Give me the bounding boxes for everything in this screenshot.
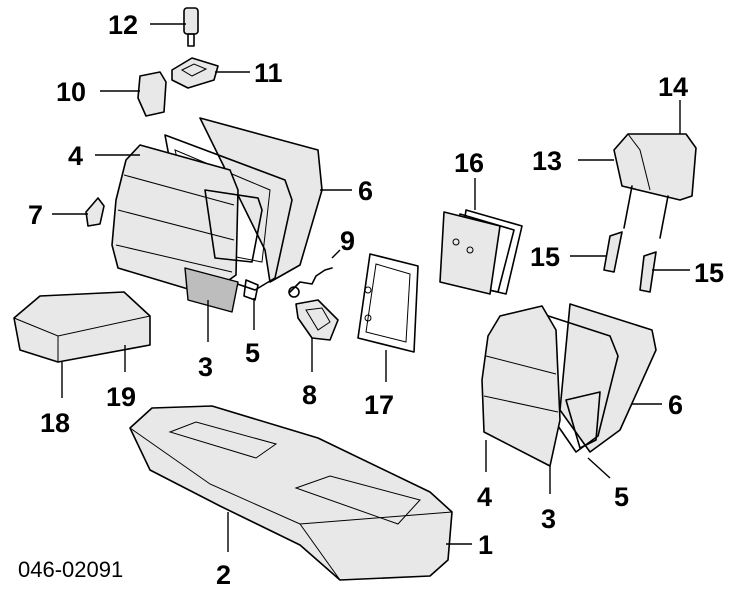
cushion-seam	[123, 174, 235, 206]
cushion-seam	[485, 355, 557, 375]
frame-outer	[357, 253, 419, 353]
hook-parts	[288, 267, 339, 341]
armrest-housing	[204, 189, 263, 263]
callout-12: 12	[108, 10, 138, 40]
seat-cushion-panel	[168, 421, 278, 459]
leader-5	[587, 457, 611, 479]
callout-6-right: 6	[668, 390, 683, 420]
seat-cushion-edge	[299, 523, 341, 581]
headrest-guide	[639, 251, 657, 293]
panel-stack	[439, 209, 523, 295]
seat-back-cushion	[481, 305, 561, 467]
callout-1: 1	[478, 530, 493, 560]
callout-5: 5	[245, 338, 260, 368]
callout-16: 16	[454, 148, 484, 178]
callout-15-right: 15	[694, 258, 724, 288]
latch	[565, 391, 601, 449]
frame-hole	[364, 314, 372, 322]
headrest-guide	[603, 231, 623, 273]
small-parts-top	[85, 7, 219, 227]
callout-5-right: 5	[614, 482, 629, 512]
callout-2: 2	[216, 560, 231, 590]
headrest-assembly	[603, 133, 697, 293]
callout-8: 8	[302, 380, 317, 410]
frame-hole	[364, 286, 372, 294]
headrest	[613, 133, 697, 201]
trim-cover	[295, 299, 339, 341]
cushion-seam	[115, 244, 233, 273]
callout-13: 13	[532, 146, 562, 176]
leader-9	[331, 249, 341, 259]
armrest-cushion-body	[13, 291, 151, 363]
hook-eye	[288, 286, 300, 298]
frame-17	[357, 253, 419, 353]
callout-3-right: 3	[541, 504, 556, 534]
hook	[289, 267, 333, 293]
callout-3: 3	[198, 352, 213, 382]
seat-back-cushion	[111, 144, 239, 296]
callout-17: 17	[364, 390, 394, 420]
seat-back-assembly-right	[481, 303, 657, 467]
callout-9: 9	[340, 226, 355, 256]
headrest-seam	[627, 133, 651, 191]
seat-cushion-panel	[294, 475, 421, 525]
trim-cover-inner	[305, 307, 331, 331]
bracket	[137, 71, 167, 117]
headrest-post	[623, 185, 633, 229]
cushion-seam	[117, 209, 235, 241]
seat-cushion	[129, 405, 453, 581]
reference-code: 046-02091	[18, 557, 123, 582]
headrest-post	[659, 195, 669, 239]
pin-head	[183, 7, 199, 35]
callout-4-right: 4	[477, 482, 492, 512]
callout-14: 14	[658, 72, 688, 102]
callout-19: 19	[106, 382, 136, 412]
clip	[85, 197, 105, 227]
callout-7: 7	[28, 200, 43, 230]
cushion-seam	[483, 395, 559, 413]
callout-10: 10	[56, 77, 86, 107]
callout-11: 11	[254, 58, 283, 88]
frame-inner	[365, 263, 411, 343]
bezel-opening	[180, 63, 208, 77]
callout-labels: 12 11 10 4 6 7 9 3 5 8 17 16 13 14 15 15…	[28, 10, 724, 590]
seat-back-assembly-left	[111, 117, 323, 313]
seat-cushion-edge	[129, 427, 453, 525]
panel-hole	[466, 246, 474, 254]
armrest-cushion	[13, 291, 151, 363]
latch	[243, 279, 259, 301]
panel-hole	[452, 238, 460, 246]
callout-18: 18	[40, 408, 70, 438]
seat-cushion-body	[129, 405, 453, 581]
armrest-pocket	[184, 267, 239, 313]
callout-4: 4	[68, 141, 83, 171]
callout-6: 6	[358, 176, 373, 206]
callout-15: 15	[530, 242, 560, 272]
pin-shaft	[187, 33, 195, 47]
bezel	[171, 57, 219, 89]
leader-lines	[52, 23, 690, 552]
